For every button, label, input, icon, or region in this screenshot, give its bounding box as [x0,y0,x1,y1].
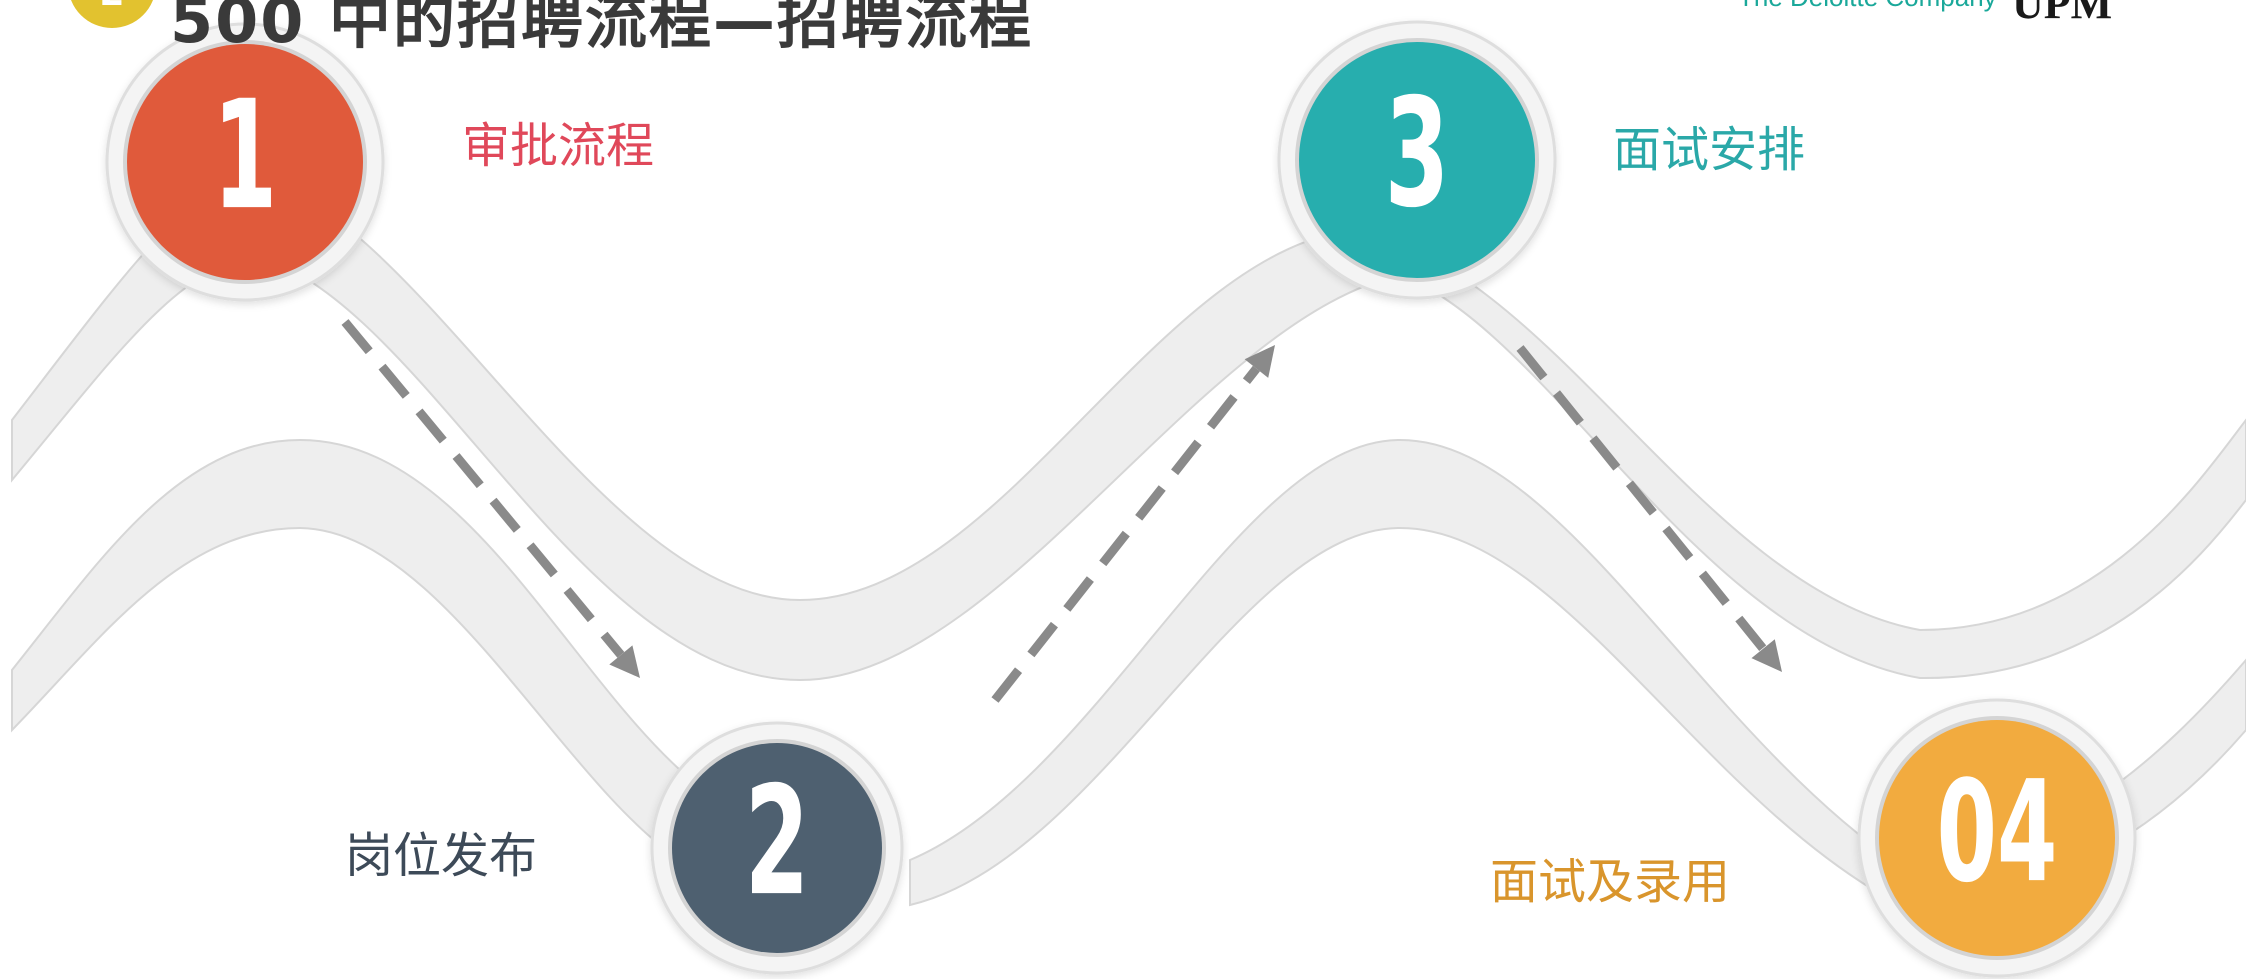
step-1-node: 1 [105,22,385,302]
arrow-2-to-3-line [991,365,1260,703]
step-3-circle [1299,42,1535,278]
arrow-2-to-3 [991,345,1275,703]
arrow-1-to-2 [341,319,640,678]
step-1-label: 审批流程 [462,118,655,174]
steps-group: 1 2 3 04 [105,20,2137,978]
step-2-number: 2 [745,755,810,929]
step-4-node: 04 [1857,698,2137,978]
step-4-number: 04 [1937,752,2058,914]
page-title: 500 中的招聘流程—招聘流程 [170,0,1034,57]
step-3-number: 3 [1385,67,1450,241]
brand-tagline: The Deloitte Company [1738,0,1997,13]
ribbon-lower-main [909,438,2246,907]
arrow-3-to-4-line [1516,345,1767,652]
brand-mark: UPM [2012,0,2113,28]
arrow-3-to-4 [1516,345,1782,672]
arrows-group [341,319,1782,703]
step-4-label: 面试及录用 [1490,854,1731,910]
step-2-node: 2 [650,721,904,975]
arrow-3-to-4-head [1751,639,1782,672]
step-3-node: 3 [1277,20,1557,300]
arrow-1-to-2-head [609,645,640,678]
step-4-circle [1879,720,2115,956]
step-2-circle [672,743,882,953]
arrow-1-to-2-line [341,319,625,658]
step-3-label: 面试安排 [1613,122,1806,178]
step-2-label: 岗位发布 [345,828,538,884]
step-1-number: 1 [213,69,278,243]
ribbon-upper-main [249,173,2246,682]
logo-text: 2 [68,0,156,14]
step-1-circle [127,44,363,280]
arrow-2-to-3-head [1244,345,1275,378]
